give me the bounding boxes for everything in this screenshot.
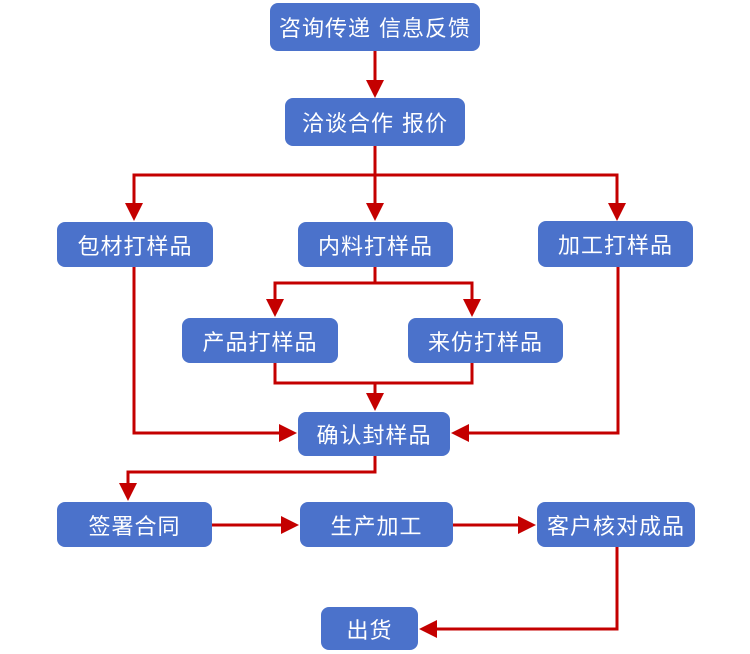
node-packaging-sample: 包材打样品 [57,222,213,267]
arrow-processing-confirm [451,267,620,442]
node-sign-contract: 签署合同 [57,502,212,547]
node-processing-sample: 加工打样品 [538,221,693,267]
node-production: 生产加工 [300,502,453,547]
node-shipment: 出货 [321,607,418,650]
node-customer-check: 客户核对成品 [537,502,695,547]
node-imitation-sample: 来仿打样品 [408,318,563,363]
arrow-confirm-sign [119,456,377,501]
node-confirm-sample: 确认封样品 [298,412,450,456]
node-product-sample: 产品打样品 [182,318,338,363]
node-material-sample: 内料打样品 [298,222,453,267]
node-consult: 咨询传递 信息反馈 [270,3,480,51]
arrow-customer-shipment [419,547,619,638]
arrow-packaging-confirm [132,267,297,442]
node-negotiate: 洽谈合作 报价 [285,98,465,146]
